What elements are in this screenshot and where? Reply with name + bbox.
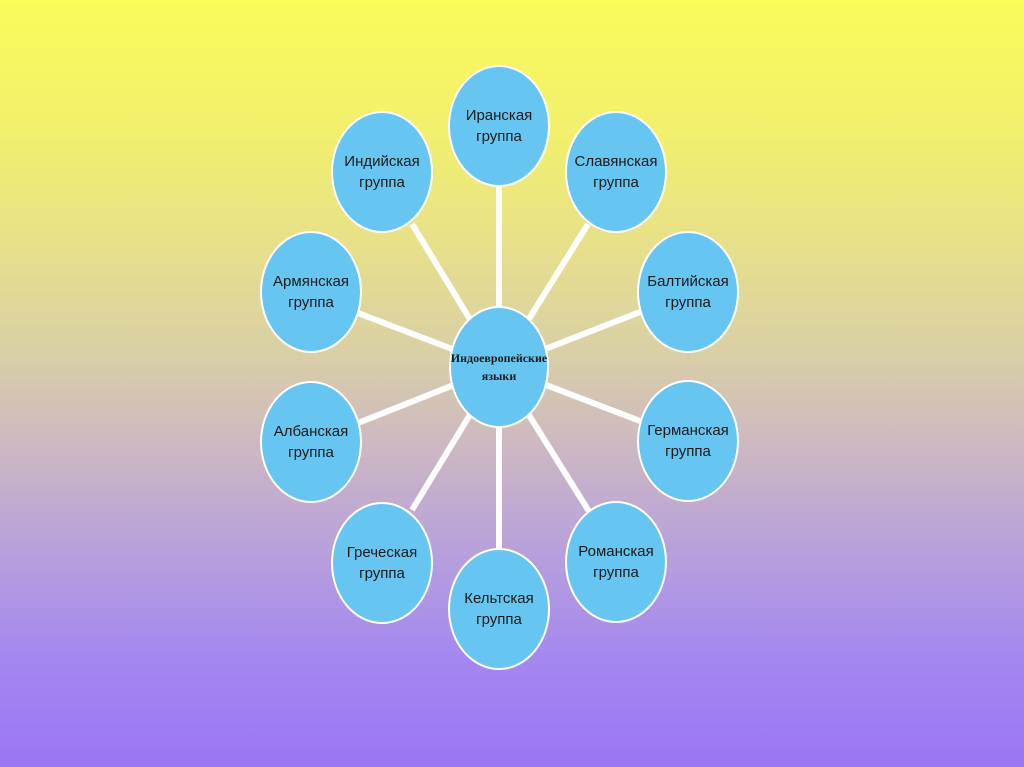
center-label: Индоевропейские языки xyxy=(450,351,548,383)
node-label: Индийская группа xyxy=(344,153,420,191)
node-albanian: Албанская группа xyxy=(260,381,362,503)
node-label: Греческая группа xyxy=(346,544,418,582)
node-romance: Романская группа xyxy=(565,501,667,623)
node-label: Славянская группа xyxy=(574,153,658,191)
node-slavic: Славянская группа xyxy=(565,111,667,233)
node-armenian: Армянская группа xyxy=(260,231,362,353)
node-label: Албанская группа xyxy=(273,423,349,461)
node-label: Кельтская группа xyxy=(464,590,534,628)
node-germanic: Германская группа xyxy=(637,380,739,502)
node-greek: Греческая группа xyxy=(331,502,433,624)
node-label: Армянская группа xyxy=(273,273,349,311)
node-indian: Индийская группа xyxy=(331,111,433,233)
node-label: Германская группа xyxy=(647,422,729,460)
node-baltic: Балтийская группа xyxy=(637,231,739,353)
node-iranian: Иранская группа xyxy=(448,65,550,187)
node-label: Балтийская группа xyxy=(647,273,729,311)
node-label: Романская группа xyxy=(578,543,654,581)
node-celtic: Кельтская группа xyxy=(448,548,550,670)
node-center: Индоевропейские языки xyxy=(449,306,549,428)
node-label: Иранская группа xyxy=(465,107,533,145)
